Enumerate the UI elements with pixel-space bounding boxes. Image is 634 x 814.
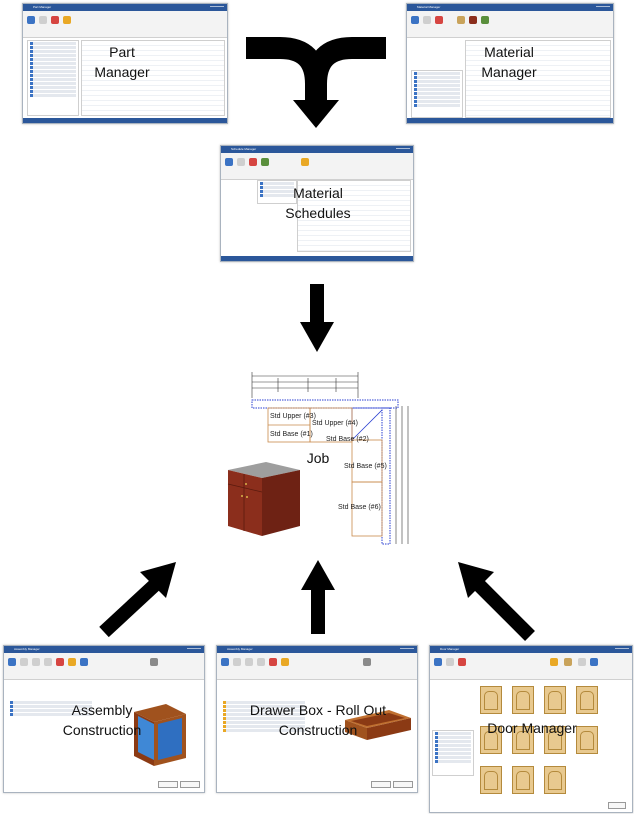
door-style-tile[interactable]	[512, 726, 534, 754]
door-style-tile[interactable]	[512, 766, 534, 794]
door-style-tile[interactable]	[544, 766, 566, 794]
assembly-manager-ribbon	[4, 653, 204, 680]
drawer-box-manager-titlebar: Assembly Manager	[217, 646, 417, 653]
job-floor-plan: Std Upper (#3) Std Upper (#4) Std Base (…	[251, 372, 409, 545]
door-manager-titlebar: Door Manager	[430, 646, 632, 653]
plan-label-upper3: Std Upper (#3)	[270, 413, 316, 420]
part-manager-ribbon	[23, 11, 227, 38]
label-drawer-box: Drawer Box - Roll Out Construction	[249, 702, 387, 738]
door-style-tile[interactable]	[576, 686, 598, 714]
assembly-manager-titlebar: Assembly Manager	[4, 646, 204, 653]
label-material-manager: Material Manager	[481, 44, 537, 80]
door-style-tile[interactable]	[480, 766, 502, 794]
material-manager-window-title: Material Manager	[417, 5, 441, 9]
door-style-tile[interactable]	[480, 726, 502, 754]
plan-label-base2: Std Base (#2)	[326, 436, 369, 443]
assembly-manager-screenshot: Assembly Manager	[3, 645, 205, 793]
schedule-manager-grid	[297, 180, 411, 252]
material-manager-ribbon	[407, 11, 613, 38]
drawer-box-manager-ribbon	[217, 653, 417, 680]
plan-label-base5: Std Base (#5)	[344, 463, 387, 470]
schedule-manager-window-title: Schedule Manager	[231, 147, 257, 151]
schedule-manager-tree	[257, 180, 297, 204]
schedule-manager-screenshot: Schedule Manager	[220, 145, 414, 262]
door-style-tile[interactable]	[544, 726, 566, 754]
part-manager-window-title: Part Manager	[33, 5, 52, 9]
material-manager-grid	[465, 40, 611, 118]
drawer-box-render	[345, 710, 411, 740]
door-style-tile[interactable]	[544, 686, 566, 714]
schedule-manager-ribbon	[221, 153, 413, 180]
material-manager-screenshot: Material Manager	[406, 3, 614, 124]
assembly-manager-window-title: Assembly Manager	[14, 647, 40, 651]
part-manager-titlebar: Part Manager	[23, 4, 227, 11]
part-manager-screenshot: Part Manager	[22, 3, 228, 124]
label-part-manager: Part Manager	[94, 44, 150, 80]
plan-label-base1: Std Base (#1)	[270, 431, 313, 438]
drawer-box-manager-screenshot: Assembly Manager	[216, 645, 418, 793]
door-style-tile[interactable]	[576, 726, 598, 754]
cabinet-3d-render	[227, 462, 300, 536]
label-job: Job	[306, 450, 330, 466]
part-manager-grid	[81, 40, 225, 116]
label-assembly-construction: Assembly Construction	[62, 702, 142, 738]
door-style-tile[interactable]	[512, 686, 534, 714]
material-manager-tree	[411, 70, 463, 118]
drawer-box-manager-window-title: Assembly Manager	[227, 647, 253, 651]
part-manager-tree	[27, 40, 79, 116]
material-manager-titlebar: Material Manager	[407, 4, 613, 11]
door-manager-tree	[432, 730, 474, 776]
door-manager-screenshot: Door Manager	[429, 645, 633, 813]
door-style-tile[interactable]	[480, 686, 502, 714]
plan-label-upper4: Std Upper (#4)	[312, 420, 358, 427]
door-manager-ribbon	[430, 653, 632, 680]
assembly-box-render	[134, 704, 186, 766]
assembly-manager-tree	[8, 700, 94, 724]
label-material-schedules: Material Schedules	[285, 185, 351, 221]
drawer-box-manager-tree	[221, 700, 307, 746]
label-door-manager: Door Manager	[487, 720, 577, 736]
plan-label-base6: Std Base (#6)	[338, 504, 381, 511]
door-manager-window-title: Door Manager	[440, 647, 460, 651]
schedule-manager-titlebar: Schedule Manager	[221, 146, 413, 153]
